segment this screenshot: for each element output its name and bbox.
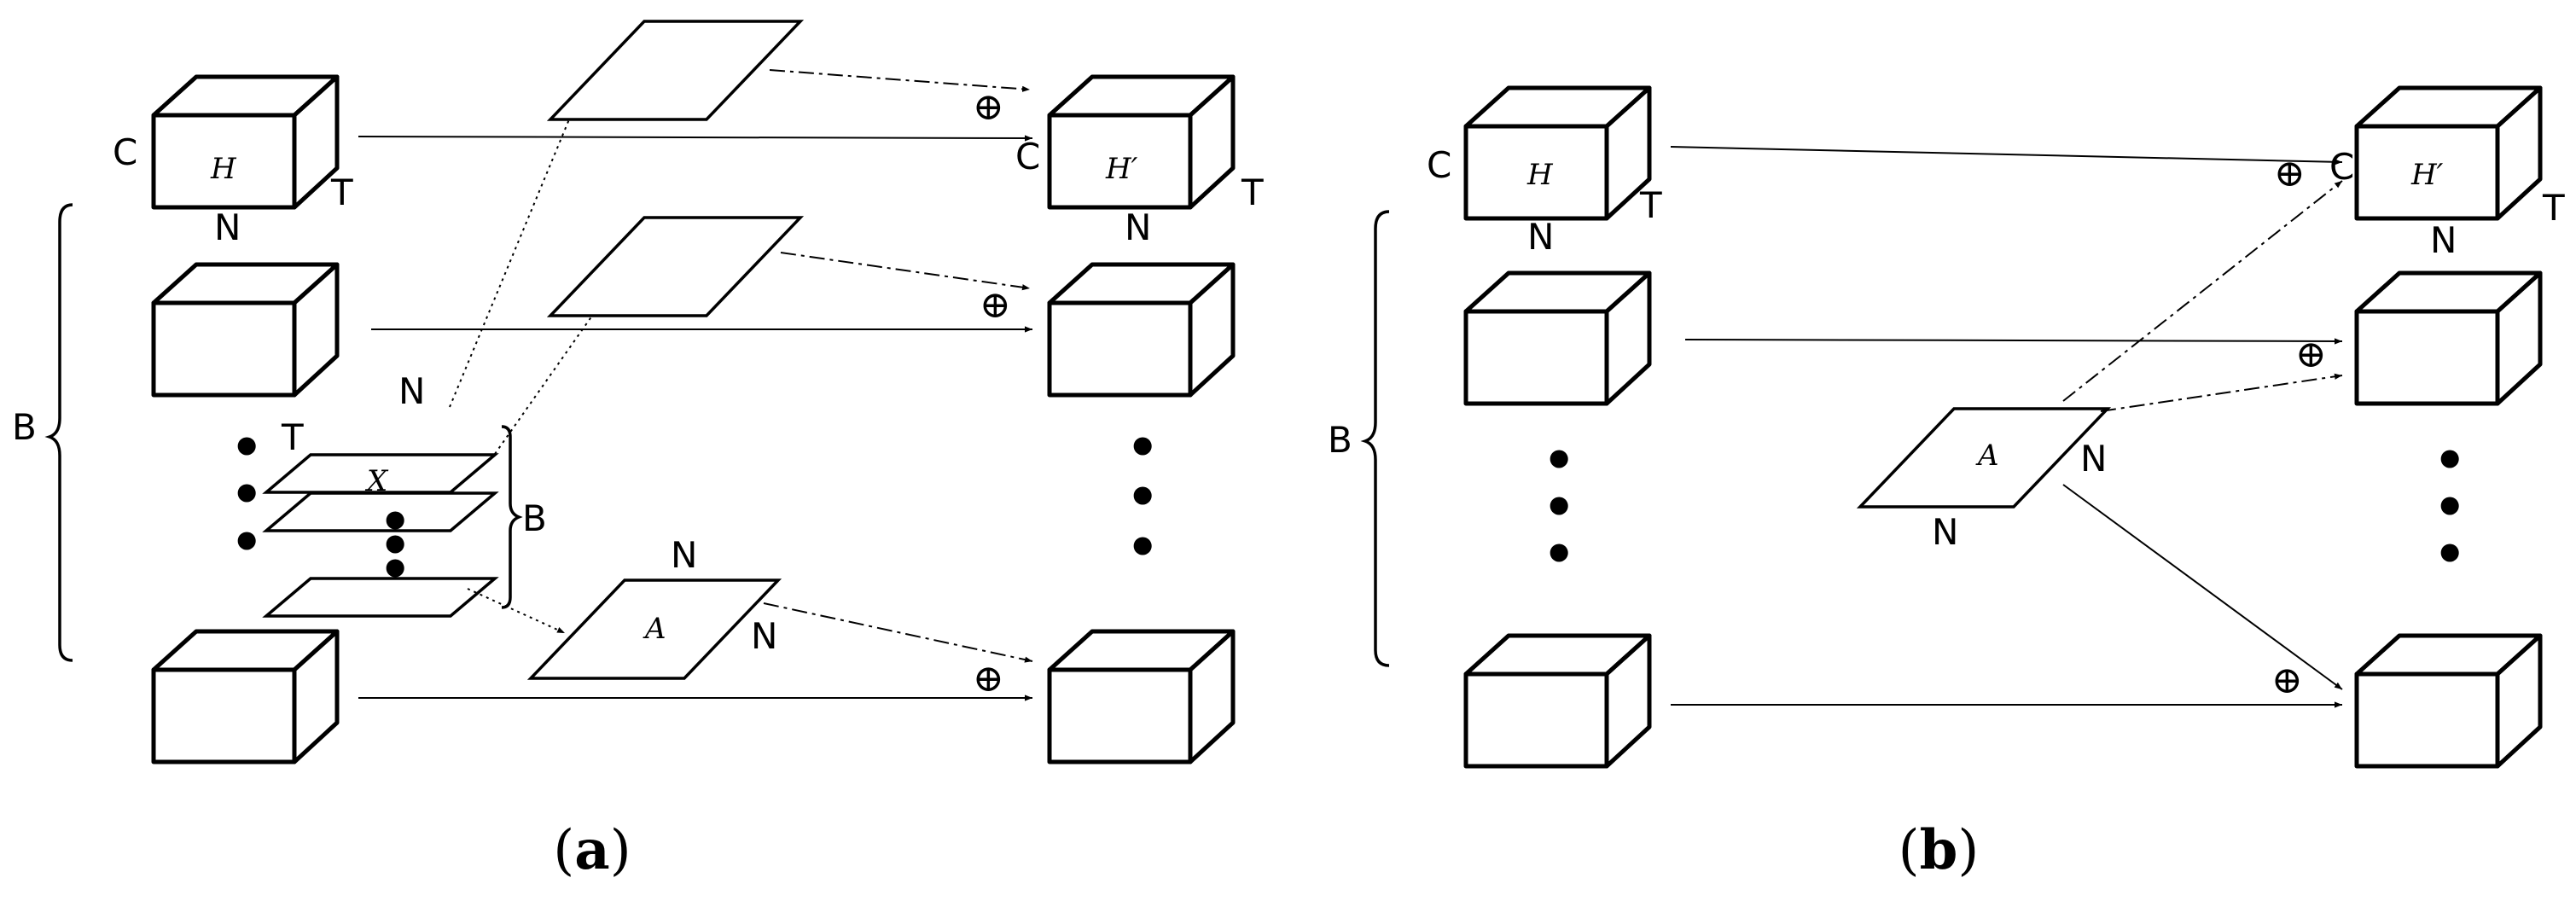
t-label-out-a: T bbox=[1241, 171, 1264, 213]
ellipsis-dot-left-1-b: • bbox=[1543, 431, 1575, 491]
h-label-b: H bbox=[1526, 158, 1554, 192]
adj-plane-2-a bbox=[546, 216, 805, 317]
t-label-in-b: T bbox=[1639, 184, 1662, 226]
skip-arrow-2-b bbox=[1684, 338, 2343, 345]
input-box-3-a bbox=[151, 629, 340, 764]
output-box-2-b bbox=[2354, 270, 2543, 406]
t-label-out-b: T bbox=[2542, 187, 2565, 229]
a-plane-a bbox=[526, 578, 782, 680]
solid-arrow-3-b bbox=[2062, 484, 2343, 690]
add-op-3-b: ⊕ bbox=[2271, 659, 2303, 702]
output-box-1-a bbox=[1047, 74, 1236, 210]
c-label-in-a: C bbox=[113, 131, 137, 173]
dotted-link-1-a bbox=[449, 119, 570, 408]
n-label-a-right-b: N bbox=[2080, 438, 2107, 480]
dashed-arrow-1-b bbox=[2062, 180, 2343, 402]
input-box-2-a bbox=[151, 262, 340, 398]
add-op-2-a: ⊕ bbox=[980, 283, 1011, 327]
input-box-2-b bbox=[1463, 270, 1652, 406]
batch-label-outer-a: B bbox=[12, 406, 37, 448]
a-label-a: A bbox=[643, 612, 666, 646]
a-label-b: A bbox=[1975, 439, 1999, 473]
n-label-in-b: N bbox=[1527, 216, 1554, 258]
input-box-3-b bbox=[1463, 633, 1652, 769]
x-plane-front-a bbox=[262, 577, 499, 618]
dotted-link-2-a bbox=[494, 315, 593, 455]
adj-plane-1-a bbox=[546, 20, 805, 121]
caption-a: (a) bbox=[553, 818, 631, 882]
n-label-a-right-a: N bbox=[751, 615, 777, 657]
add-op-2-b: ⊕ bbox=[2295, 333, 2327, 376]
n-label-out-a: N bbox=[1125, 206, 1151, 248]
t-label-in-a: T bbox=[330, 171, 353, 213]
ellipsis-dot-x-3-a: • bbox=[379, 540, 411, 600]
dashed-arrow-2-b bbox=[2100, 373, 2343, 412]
c-label-in-b: C bbox=[1427, 144, 1451, 186]
batch-brace-x-a bbox=[501, 425, 523, 609]
batch-brace-left-a bbox=[44, 203, 73, 662]
ellipsis-dot-right-1-b: • bbox=[2434, 431, 2466, 491]
input-box-1-a bbox=[151, 74, 340, 210]
h-prime-label-a: H′ bbox=[1105, 152, 1138, 186]
panel-a: B H C T N • • • X N T • bbox=[12, 20, 1264, 882]
ellipsis-dot-x-2-a: • bbox=[379, 516, 411, 576]
dashed-arrow-1-a bbox=[769, 69, 1031, 92]
ellipsis-dot-right-2-a: • bbox=[1126, 468, 1159, 527]
add-op-1-b: ⊕ bbox=[2274, 152, 2306, 195]
output-box-3-a bbox=[1047, 629, 1236, 764]
x-label-a: X bbox=[364, 464, 389, 498]
caption-b: (b) bbox=[1899, 818, 1980, 882]
c-label-out-b: C bbox=[2329, 146, 2354, 188]
add-op-3-a: ⊕ bbox=[973, 657, 1004, 700]
batch-label-x-a: B bbox=[522, 497, 547, 539]
ellipsis-dot-x-1-a: • bbox=[379, 492, 411, 552]
skip-arrow-1-a bbox=[358, 135, 1033, 142]
n-label-out-b: N bbox=[2430, 219, 2457, 261]
output-box-3-b bbox=[2354, 633, 2543, 769]
h-label-a: H bbox=[210, 152, 237, 186]
output-box-2-a bbox=[1047, 262, 1236, 398]
n-label-a-bottom-b: N bbox=[1932, 511, 1958, 553]
ellipsis-dot-left-3-a: • bbox=[230, 513, 263, 573]
panel-b: B H C T N • • • A N N bbox=[1328, 85, 2565, 882]
dashed-arrow-2-a bbox=[780, 252, 1031, 291]
h-prime-label-b: H′ bbox=[2410, 158, 2444, 192]
dashed-arrow-3-a bbox=[763, 602, 1033, 663]
input-box-1-b bbox=[1463, 85, 1652, 221]
n-label-a-top-a: N bbox=[671, 534, 697, 576]
ellipsis-dot-left-2-b: • bbox=[1543, 478, 1575, 538]
t-label-x-a: T bbox=[281, 416, 304, 458]
n-label-x-a: N bbox=[398, 370, 425, 412]
ellipsis-dot-left-3-b: • bbox=[1543, 525, 1575, 584]
add-op-1-a: ⊕ bbox=[973, 85, 1004, 129]
a-plane-b bbox=[1856, 407, 2112, 509]
batch-brace-left-b bbox=[1360, 210, 1390, 667]
ellipsis-dot-right-1-a: • bbox=[1126, 418, 1159, 478]
output-box-1-b bbox=[2354, 85, 2543, 221]
dotted-link-3-a bbox=[467, 588, 566, 634]
n-label-in-a: N bbox=[214, 206, 241, 248]
batch-label-outer-b: B bbox=[1328, 419, 1352, 461]
ellipsis-dot-right-2-b: • bbox=[2434, 478, 2466, 538]
c-label-out-a: C bbox=[1015, 136, 1040, 177]
ellipsis-dot-right-3-a: • bbox=[1126, 518, 1159, 578]
ellipsis-dot-right-3-b: • bbox=[2434, 525, 2466, 584]
x-plane-middle-a bbox=[262, 491, 499, 532]
ellipsis-dot-left-1-a: • bbox=[230, 418, 263, 478]
skip-arrow-1-b bbox=[1670, 146, 2343, 166]
ellipsis-dot-left-2-a: • bbox=[230, 465, 263, 525]
